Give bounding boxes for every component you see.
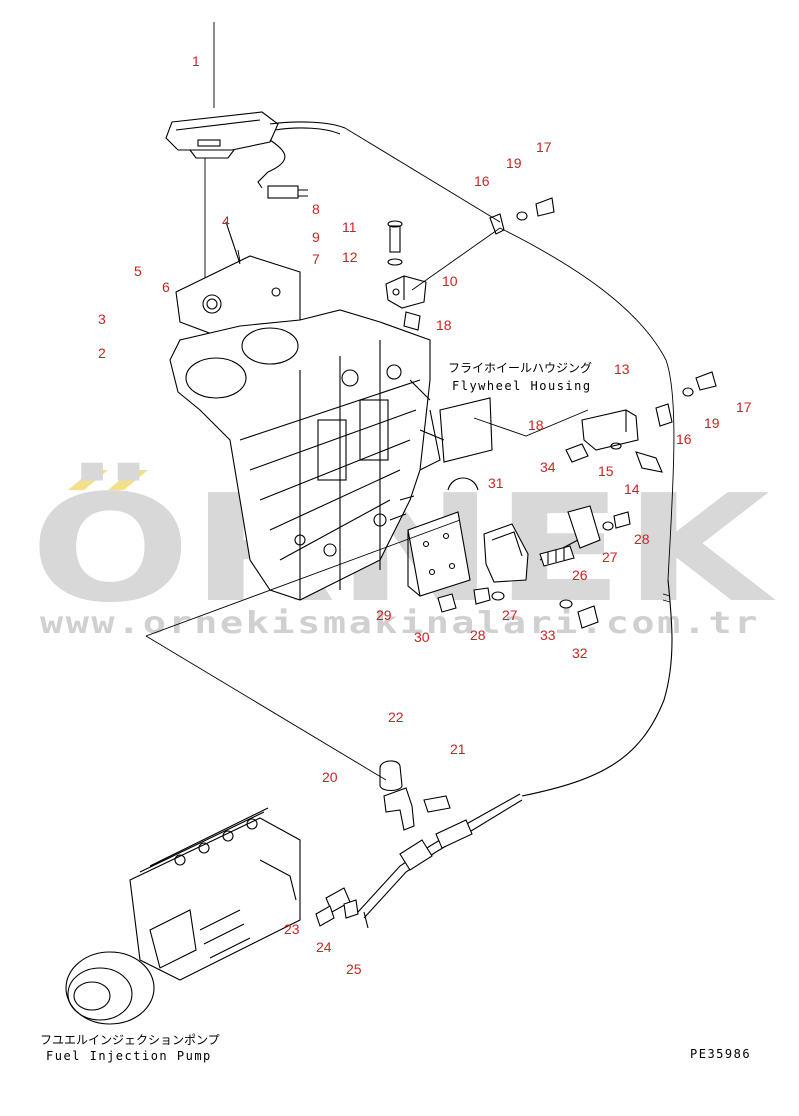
callout-17-upper: 17 <box>536 139 552 155</box>
callout-31: 31 <box>488 475 504 491</box>
hardware-lower <box>437 511 631 629</box>
callout-9: 9 <box>312 229 320 245</box>
callout-5: 5 <box>134 263 142 279</box>
callout-18-lower: 18 <box>528 417 544 433</box>
callout-21: 21 <box>450 741 466 757</box>
callout-33: 33 <box>540 627 556 643</box>
watermark-url: www.ornekismakinalari.com.tr <box>40 606 760 641</box>
fuel-injection-pump-jp: フユエルインジェクションポンプ <box>40 1033 220 1047</box>
callout-27-left: 27 <box>502 607 518 623</box>
callout-numbers: 1 2 3 4 5 6 7 8 9 10 11 12 13 14 15 16 1… <box>98 53 752 977</box>
callout-8: 8 <box>312 201 320 217</box>
callout-13: 13 <box>614 361 630 377</box>
callout-18-upper: 18 <box>436 317 452 333</box>
bracket-10 <box>385 220 427 331</box>
leader-lines <box>145 22 675 781</box>
callout-19-lower: 19 <box>704 415 720 431</box>
callout-15: 15 <box>598 463 614 479</box>
clip-16-lower <box>655 371 717 427</box>
callout-10: 10 <box>442 273 458 289</box>
callout-28-left: 28 <box>470 627 486 643</box>
callout-7: 7 <box>312 251 320 267</box>
engine-block <box>169 309 431 601</box>
flywheel-housing-jp: フライホイールハウジング <box>448 361 592 375</box>
callout-2: 2 <box>98 345 106 361</box>
callout-29: 29 <box>376 607 392 623</box>
callout-4: 4 <box>222 213 230 229</box>
bracket-29 <box>407 511 471 597</box>
callout-25: 25 <box>346 961 362 977</box>
bracket-31 <box>483 523 529 583</box>
linkage-23 <box>315 887 369 929</box>
callout-27-right: 27 <box>602 549 618 565</box>
callout-30: 30 <box>414 629 430 645</box>
callout-23: 23 <box>284 921 300 937</box>
bracket-13 <box>565 409 663 473</box>
callout-16-lower: 16 <box>676 431 692 447</box>
callout-12: 12 <box>342 249 358 265</box>
callout-20: 20 <box>322 769 338 785</box>
cable-end-26 <box>539 545 575 567</box>
callout-3: 3 <box>98 311 106 327</box>
callout-19-upper: 19 <box>506 155 522 171</box>
callout-24: 24 <box>316 939 332 955</box>
clip-16-upper <box>489 197 555 235</box>
flywheel-housing <box>409 379 493 491</box>
control-box <box>165 111 346 320</box>
text-labels: フライホイールハウジング Flywheel Housing フユエルインジェクシ… <box>40 361 751 1063</box>
bracket-20 <box>379 760 451 831</box>
callout-16-upper: 16 <box>474 173 490 189</box>
callout-22: 22 <box>388 709 404 725</box>
control-cable <box>357 579 673 919</box>
fuel-injection-pump <box>65 807 301 1025</box>
callout-26: 26 <box>572 567 588 583</box>
callout-34: 34 <box>540 459 556 475</box>
callout-17-lower: 17 <box>736 399 752 415</box>
callout-6: 6 <box>162 279 170 295</box>
callout-1: 1 <box>192 53 200 69</box>
callout-11: 11 <box>342 219 357 235</box>
callout-14: 14 <box>624 481 640 497</box>
fuel-injection-pump-en: Fuel Injection Pump <box>46 1049 212 1063</box>
callout-32: 32 <box>572 645 588 661</box>
flywheel-housing-en: Flywheel Housing <box>452 379 592 393</box>
callout-28-right: 28 <box>634 531 650 547</box>
drawing-code: PE35986 <box>690 1047 751 1061</box>
line-art <box>65 22 717 1025</box>
